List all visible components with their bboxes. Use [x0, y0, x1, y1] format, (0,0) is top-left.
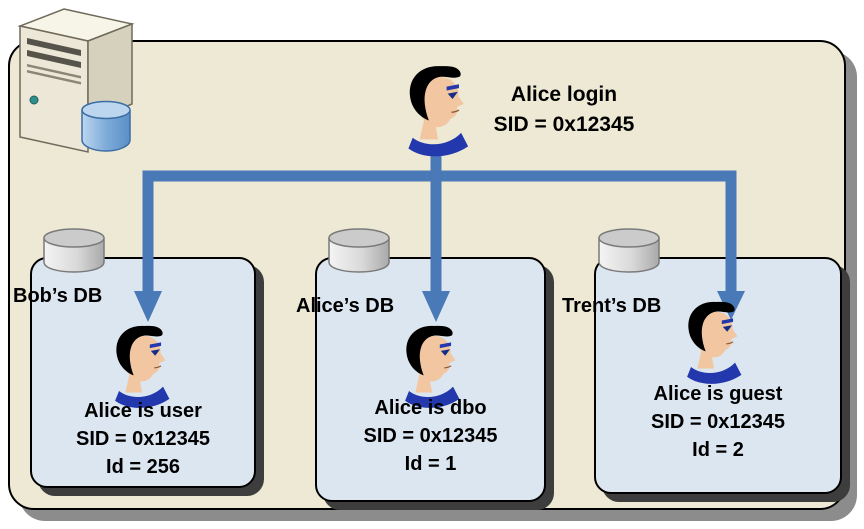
server-database-cylinder-icon [81, 100, 131, 152]
login-line1: Alice login [510, 83, 618, 106]
power-button-icon [29, 95, 39, 105]
database-cylinder-icon [327, 227, 391, 273]
db-role-line: Alice is dbo [374, 397, 487, 419]
login-line2: SID = 0x12345 [493, 113, 635, 136]
person-icon [678, 300, 750, 390]
alice-login-person-icon [398, 64, 478, 163]
database-cylinder-icon [597, 227, 661, 273]
db-caption-alices: Alice is dbo SID = 0x12345 Id = 1 [315, 394, 546, 478]
db-role-line: Alice is guest [653, 383, 783, 405]
db-caption-bobs: Alice is user SID = 0x12345 Id = 256 [30, 397, 256, 481]
db-id-line: Id = 1 [404, 453, 457, 475]
db-id-line: Id = 2 [692, 439, 744, 461]
database-cylinder-icon [42, 227, 106, 273]
db-sid-line: SID = 0x12345 [76, 428, 210, 450]
db-caption-trents: Alice is guest SID = 0x12345 Id = 2 [594, 380, 842, 464]
db-label-alices: Alice’s DB [296, 295, 395, 317]
db-role-line: Alice is user [84, 400, 202, 422]
db-label-trents: Trent’s DB [562, 295, 662, 317]
db-id-line: Id = 256 [106, 456, 180, 478]
login-caption: Alice login SID = 0x12345 [468, 80, 660, 140]
server-icon [17, 8, 135, 153]
db-sid-line: SID = 0x12345 [363, 425, 498, 447]
db-sid-line: SID = 0x12345 [651, 411, 785, 433]
db-label-bobs: Bob’s DB [13, 285, 103, 307]
